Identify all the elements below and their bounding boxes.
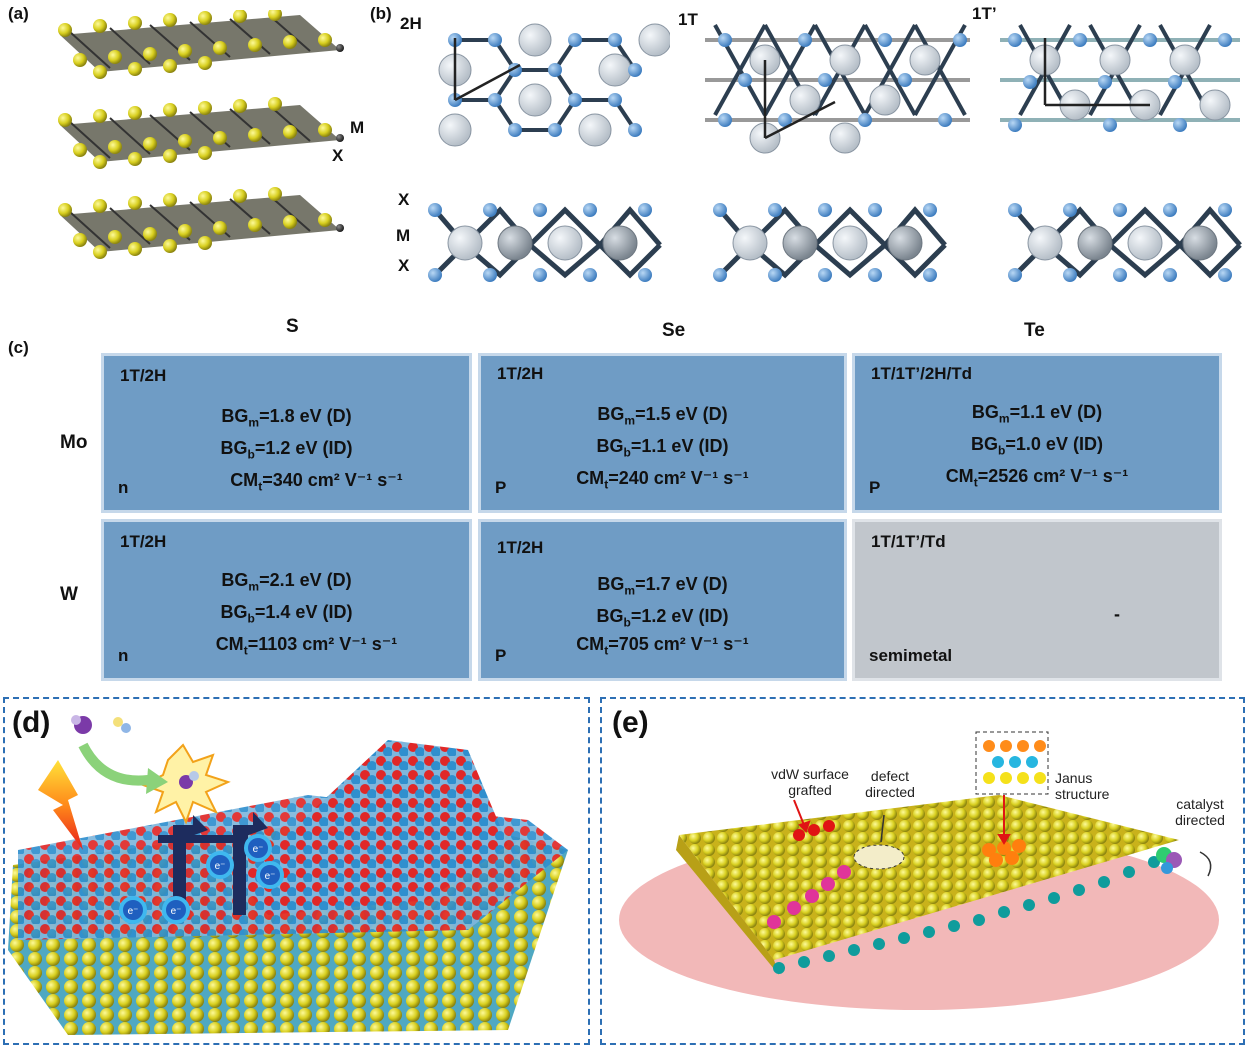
panel-b-label: (b) — [370, 4, 392, 23]
cell-bulk-bandgap: BGb=1.2 eV (ID) — [596, 606, 729, 630]
panel-c-label: (c) — [8, 338, 29, 357]
panel-d-frame — [3, 697, 590, 1045]
cell-phase: 1T/1T’/2H/Td — [871, 364, 973, 383]
cell-w-te: 1T/1T’/Td - semimetal — [852, 519, 1222, 681]
cell-monolayer-bandgap: BGm=1.8 eV (D) — [221, 406, 352, 430]
electron-label: e⁻ — [265, 871, 276, 882]
panel-e-frame — [600, 697, 1245, 1045]
cell-doping-type: P — [869, 478, 881, 497]
panel-a-chalcogen-label: X — [332, 146, 344, 165]
cell-doping-type: n — [118, 646, 129, 665]
catalyst-directed-annotation: catalyst directed — [1175, 796, 1225, 828]
phase-1tprime-label: 1T’ — [972, 4, 997, 23]
phase-1t-label: 1T — [678, 10, 698, 29]
side-view-x-top-label: X — [398, 190, 410, 209]
cell-bulk-bandgap: BGb=1.1 eV (ID) — [596, 436, 729, 460]
phase-1tprime-top-view — [1000, 24, 1240, 132]
electron-label: e⁻ — [128, 906, 139, 917]
cell-bulk-bandgap: BGb=1.4 eV (ID) — [220, 602, 353, 626]
cell-doping-type: P — [495, 478, 507, 497]
cell-bulk-bandgap: BGb=1.2 eV (ID) — [220, 438, 353, 462]
cell-monolayer-bandgap: BGm=2.1 eV (D) — [221, 570, 352, 594]
electron-label: e⁻ — [171, 906, 182, 917]
panel-d-heterostructure-illustration: e⁻ e⁻ e⁻ e⁻ e⁻ — [8, 715, 568, 1035]
cell-doping-type: n — [118, 478, 129, 497]
cell-phase: 1T/2H — [497, 538, 544, 557]
cell-carrier-mobility: CMt=240 cm² V⁻¹ s⁻¹ — [576, 468, 749, 492]
cell-doping-type: P — [495, 646, 507, 665]
side-view-m-label: M — [396, 226, 411, 245]
cell-mo-se: 1T/2H BGm=1.5 eV (D) BGb=1.1 eV (ID) CMt… — [478, 353, 847, 513]
cell-phase: 1T/2H — [497, 364, 544, 383]
cell-w-se: 1T/2H BGm=1.7 eV (D) BGb=1.2 eV (ID) CMt… — [478, 519, 847, 681]
vdw-surface-grafted-annotation: vdW surface grafted — [771, 766, 849, 798]
cell-monolayer-bandgap: BGm=1.7 eV (D) — [597, 574, 728, 598]
side-view-x-bottom-label: X — [398, 256, 410, 275]
janus-structure-annotation: Janus structure — [1055, 770, 1110, 802]
cell-no-data-dash: - — [1114, 604, 1120, 624]
row-header-w: W — [60, 584, 78, 605]
cell-carrier-mobility: CMt=340 cm² V⁻¹ s⁻¹ — [230, 470, 403, 494]
cell-mo-te: 1T/1T’/2H/Td BGm=1.1 eV (D) BGb=1.0 eV (… — [852, 353, 1222, 513]
panel-a-layered-structure — [57, 10, 345, 260]
panel-e-label: (e) — [612, 706, 649, 739]
cell-phase: 1T/2H — [120, 532, 167, 551]
side-view-structures — [428, 195, 1245, 295]
electron-label: e⁻ — [253, 844, 264, 855]
phase-2h-label: 2H — [400, 14, 422, 33]
cell-monolayer-bandgap: BGm=1.1 eV (D) — [971, 402, 1103, 426]
cell-w-s: 1T/2H BGm=2.1 eV (D) BGb=1.4 eV (ID) CMt… — [101, 519, 472, 681]
cell-monolayer-bandgap: BGm=1.5 eV (D) — [597, 404, 728, 428]
column-header-se: Se — [662, 320, 686, 341]
column-header-s: S — [286, 316, 299, 337]
cell-bulk-bandgap: BGb=1.0 eV (ID) — [971, 434, 1103, 458]
panel-a-metal-label: M — [350, 118, 365, 137]
electron-label: e⁻ — [215, 861, 226, 872]
cell-carrier-mobility: CMt=705 cm² V⁻¹ s⁻¹ — [576, 634, 749, 658]
cell-mo-s: 1T/2H BGm=1.8 eV (D) BGb=1.2 eV (ID) CMt… — [101, 353, 472, 513]
cell-doping-type: semimetal — [869, 646, 953, 665]
panel-d-label: (d) — [12, 706, 51, 739]
row-header-mo: Mo — [60, 432, 88, 453]
cell-phase: 1T/1T’/Td — [871, 532, 946, 551]
cell-carrier-mobility: CMt=1103 cm² V⁻¹ s⁻¹ — [215, 634, 398, 658]
defect-directed-annotation: defect directed — [865, 768, 915, 800]
cell-carrier-mobility: CMt=2526 cm² V⁻¹ s⁻¹ — [945, 466, 1129, 490]
phase-1t-top-view — [705, 24, 970, 154]
panel-a-label: (a) — [8, 4, 29, 23]
panel-e-surface-illustration — [619, 731, 1219, 1010]
column-header-te: Te — [1024, 320, 1045, 341]
cell-phase: 1T/2H — [120, 366, 167, 385]
phase-2h-top-view — [438, 23, 670, 147]
